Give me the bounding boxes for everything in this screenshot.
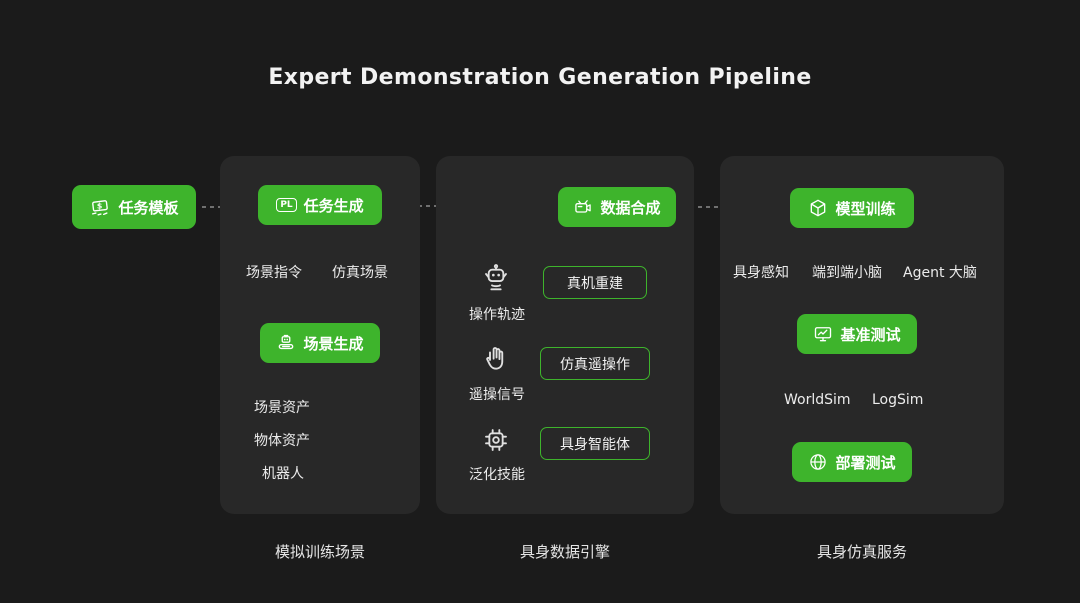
diagram-title: Expert Demonstration Generation Pipeline (268, 65, 812, 90)
node-benchmark-test: 基准测试 (797, 314, 917, 354)
caption-data-engine: 具身数据引擎 (519, 543, 610, 561)
node-label: 部署测试 (835, 453, 896, 472)
node-real-machine-reconstruction: 真机重建 (543, 266, 647, 299)
node-embodied-agent: 具身智能体 (540, 427, 650, 460)
globe-icon (808, 452, 828, 472)
caption-sim-training-scene: 模拟训练场景 (274, 543, 365, 561)
label-robot: 机器人 (262, 466, 304, 482)
dollar-glyph: $ (97, 202, 102, 211)
panel-sim-training-scene: PL 任务生成 场景指令 仿真场景 场景生成 场景资产 物体资产 机器人 (220, 156, 420, 514)
label-logsim: LogSim (872, 392, 924, 408)
label-embodied-perception: 具身感知 (733, 265, 789, 281)
node-sim-teleoperation: 仿真遥操作 (540, 347, 650, 380)
robot-conveyor-icon (276, 333, 296, 353)
label-object-assets: 物体资产 (254, 433, 310, 449)
node-scene-generation: 场景生成 (260, 323, 380, 363)
label-agent-brain: Agent 大脑 (903, 265, 977, 281)
label-scene-assets: 场景资产 (254, 400, 310, 416)
node-label: 模型训练 (835, 199, 896, 218)
panel-sim-service: 模型训练 具身感知 端到端小脑 Agent 大脑 基准测试 WorldSim L… (720, 156, 1004, 514)
pl-icon: PL (276, 197, 297, 213)
node-label: 任务模板 (118, 198, 179, 217)
video-record-icon (573, 197, 593, 217)
node-data-synthesis: 数据合成 (558, 187, 676, 227)
label-sim-scene: 仿真场景 (332, 265, 388, 281)
node-label: 数据合成 (600, 198, 661, 217)
glove-icon (478, 340, 514, 376)
label-operation-trajectory: 操作轨迹 (469, 307, 525, 323)
label-end-to-end-cerebellum: 端到端小脑 (812, 265, 882, 281)
node-label: 场景生成 (303, 334, 364, 353)
caption-sim-service: 具身仿真服务 (816, 543, 907, 561)
robot-icon (478, 260, 514, 296)
pl-glyph: PL (280, 199, 293, 210)
money-icon: $ (89, 196, 111, 218)
label-worldsim: WorldSim (784, 392, 851, 408)
label-scene-instruction: 场景指令 (246, 265, 302, 281)
node-task-template: $ 任务模板 (72, 185, 196, 229)
cube-icon (808, 198, 828, 218)
monitor-icon (813, 324, 833, 344)
node-task-generation: PL 任务生成 (258, 185, 382, 225)
chip-icon (478, 422, 514, 458)
node-label: 基准测试 (840, 325, 901, 344)
node-deploy-test: 部署测试 (792, 442, 912, 482)
label-generalized-skill: 泛化技能 (469, 467, 525, 483)
node-label: 任务生成 (303, 196, 364, 215)
panel-data-engine: 数据合成 真机重建 操作轨迹 仿真遥操作 遥操信号 (436, 156, 694, 514)
node-model-training: 模型训练 (790, 188, 914, 228)
label-teleop-signal: 遥操信号 (469, 387, 525, 403)
